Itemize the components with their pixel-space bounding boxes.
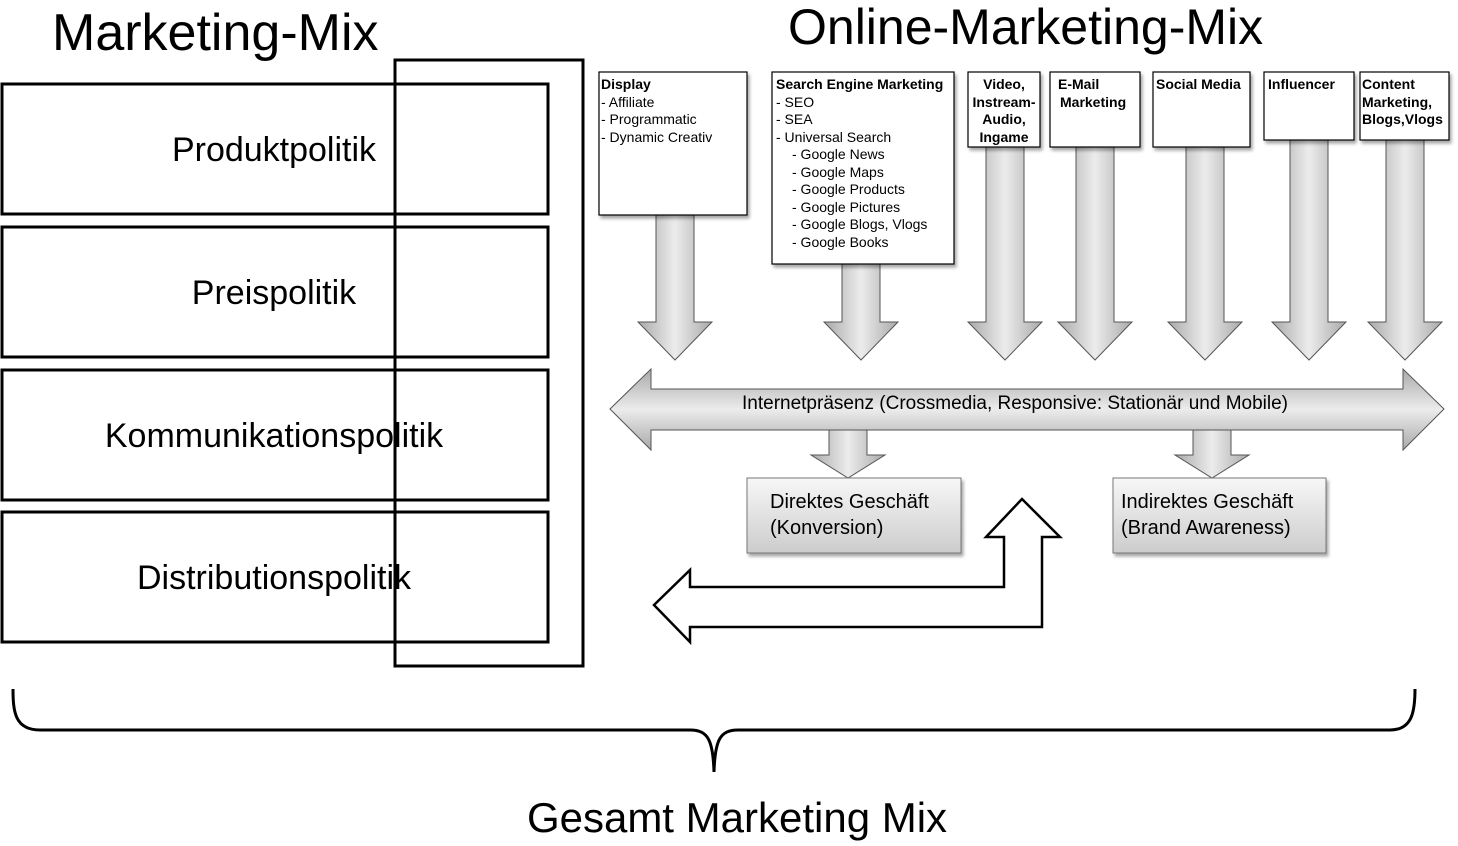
video-title-line: Instream-: [972, 93, 1036, 110]
influencer-source: Influencer: [1268, 76, 1335, 92]
arrow-content: [1366, 139, 1444, 361]
display-source: Display - Affiliate - Programmatic - Dyn…: [601, 76, 712, 146]
video-title-line: Video,: [983, 76, 1025, 92]
email-source: E-Mail Marketing: [1058, 76, 1126, 111]
indirect-business-line: Indirektes Geschäft: [1121, 491, 1294, 513]
indirect-business-label: Indirektes Geschäft (Brand Awareness): [1121, 489, 1293, 541]
video-source: Video, Instream- Audio, Ingame: [968, 76, 1040, 146]
direct-business-label: Direktes Geschäft (Konversion): [770, 489, 929, 541]
indirect-business-line: (Brand Awareness): [1121, 517, 1291, 539]
arrow-email: [1056, 146, 1134, 361]
email-title-line: Marketing: [1060, 93, 1127, 110]
arrow-sem: [822, 263, 900, 361]
distributionspolitik-label: Distributionspolitik: [137, 559, 411, 597]
display-item: - Programmatic: [601, 111, 697, 127]
social-media-source: Social Media: [1156, 76, 1241, 92]
marketing-mix-title: Marketing-Mix: [52, 4, 379, 62]
direct-business-box: [746, 477, 962, 554]
direct-business-line: Direktes Geschäft: [770, 491, 929, 513]
arrow-display: [636, 214, 714, 361]
display-item: - Dynamic Creativ: [601, 128, 713, 145]
video-box: [967, 71, 1041, 148]
distributionspolitik-box: [0, 510, 550, 644]
arrow-hub-indirect: [1173, 429, 1251, 479]
internetpraesenz-label: Internetpräsenz (Crossmedia, Responsive:…: [742, 393, 1288, 414]
overlap-frame: [393, 58, 585, 668]
sem-title: Search Engine Marketing: [776, 76, 944, 92]
produktpolitik-box: [0, 82, 550, 216]
sem-item: - SEO: [776, 93, 815, 110]
sem-box: [771, 71, 955, 265]
email-box: [1049, 71, 1141, 148]
display-title: Display: [601, 76, 651, 92]
gesamt-marketing-mix-label: Gesamt Marketing Mix: [526, 794, 948, 841]
content-title-line: Marketing,: [1362, 93, 1433, 110]
arrow-influencer: [1270, 139, 1348, 361]
display-box: [598, 71, 748, 216]
content-title-line: Blogs,Vlogs: [1362, 111, 1443, 127]
sem-subitem: - Google Maps: [792, 163, 884, 180]
arrow-social: [1166, 146, 1244, 361]
email-title-line: E-Mail: [1058, 76, 1100, 92]
video-title-line: Audio,: [982, 111, 1026, 127]
content-title-line: Content: [1362, 76, 1415, 92]
sem-item: - Universal Search: [776, 128, 892, 145]
preispolitik-box: [0, 225, 550, 359]
sem-item: - SEA: [776, 111, 813, 127]
arrow-video: [966, 146, 1044, 361]
preispolitik-label: Preispolitik: [191, 274, 357, 312]
online-marketing-mix-title: Online-Marketing-Mix: [788, 0, 1264, 55]
sem-subitem: - Google Blogs, Vlogs: [792, 216, 928, 232]
influencer-box: [1263, 71, 1355, 141]
sem-subitem: - Google Pictures: [792, 198, 901, 215]
produktpolitik-label: Produktpolitik: [171, 131, 377, 169]
sem-subitem: - Google News: [792, 146, 885, 162]
direct-business-line: (Konversion): [770, 517, 884, 539]
video-title-line: Ingame: [979, 128, 1029, 145]
bottom-brace: [11, 688, 1417, 773]
indirect-business-box: [1112, 477, 1327, 554]
social-box: [1152, 71, 1251, 148]
sem-source: Search Engine Marketing - SEO - SEA - Un…: [776, 76, 943, 251]
sem-subitem: - Google Products: [792, 181, 905, 197]
arrow-hub-direct: [809, 429, 887, 479]
kommunikationspolitik-box: [0, 368, 550, 502]
content-marketing-source: Content Marketing, Blogs,Vlogs: [1362, 76, 1443, 129]
kommunikationspolitik-label: Kommunikationspolitik: [104, 417, 444, 455]
sem-subitem: - Google Books: [792, 233, 889, 250]
hub-double-arrow: [609, 367, 1445, 452]
display-item: - Affiliate: [601, 93, 655, 110]
content-box: [1359, 71, 1450, 141]
feedback-arrow: [652, 497, 1064, 646]
